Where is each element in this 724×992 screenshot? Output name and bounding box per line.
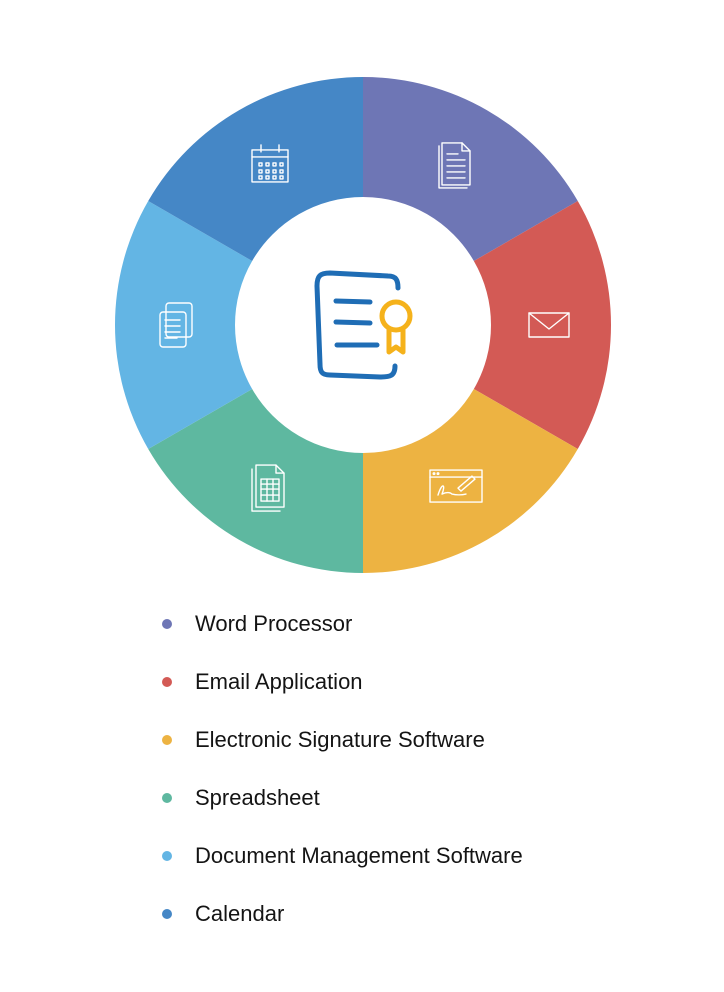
legend-dot xyxy=(162,735,172,745)
legend-item-document-management: Document Management Software xyxy=(160,838,523,896)
segment-calendar xyxy=(148,77,363,261)
legend-dot xyxy=(162,851,172,861)
signature-icon xyxy=(429,469,483,503)
certified-document-icon xyxy=(314,270,413,380)
segment-document-management-software xyxy=(114,201,253,449)
legend-label: Word Processor xyxy=(195,611,353,636)
legend-label: Spreadsheet xyxy=(195,785,320,810)
legend-label: Calendar xyxy=(195,901,285,926)
legend-dot xyxy=(162,793,172,803)
legend-dot xyxy=(162,909,172,919)
legend-item-electronic-signature: Electronic Signature Software xyxy=(160,722,523,780)
legend-dot xyxy=(162,677,172,687)
spreadsheet-icon xyxy=(251,464,285,512)
envelope-icon xyxy=(528,312,570,338)
legend-item-calendar: Calendar xyxy=(160,896,523,954)
legend-item-spreadsheet: Spreadsheet xyxy=(160,780,523,838)
legend-label: Electronic Signature Software xyxy=(195,727,485,752)
legend-label: Email Application xyxy=(195,669,363,694)
legend-label: Document Management Software xyxy=(195,843,523,868)
documents-stack-icon xyxy=(159,302,193,348)
document-icon xyxy=(438,142,471,189)
calendar-icon xyxy=(251,144,289,183)
donut-diagram xyxy=(114,77,611,573)
legend-dot xyxy=(162,619,172,629)
segment-electronic-signature-software xyxy=(363,389,578,573)
legend: Word Processor Email Application Electro… xyxy=(160,606,523,954)
legend-item-email-application: Email Application xyxy=(160,664,523,722)
legend-item-word-processor: Word Processor xyxy=(160,606,523,664)
segment-email-application xyxy=(473,201,611,449)
